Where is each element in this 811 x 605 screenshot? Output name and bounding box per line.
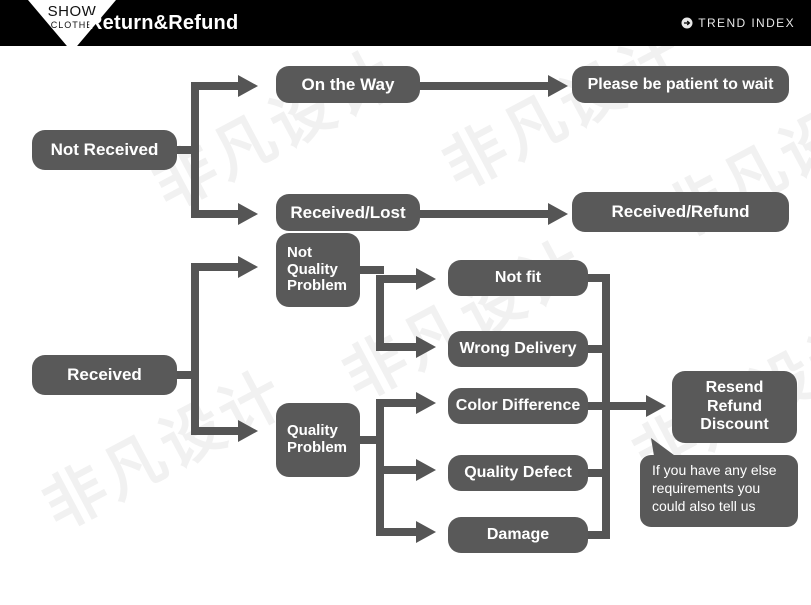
node-label: Received/Lost	[290, 202, 406, 222]
connector-line	[588, 274, 610, 282]
node-label: Quality Problem	[287, 422, 348, 456]
logo-secondary-text: CLOTHE	[50, 19, 94, 30]
node-label: Damage	[486, 526, 550, 543]
node-color-difference[interactable]: Color Difference	[448, 388, 588, 424]
trend-index-label: TREND INDEX	[698, 16, 795, 30]
logo: SHOW CLOTHE	[28, 4, 116, 30]
node-label: Quality Defect	[464, 464, 572, 481]
connector-line	[588, 402, 610, 410]
arrow-head	[416, 459, 436, 481]
node-label: Received/Refund	[611, 202, 750, 221]
node-label: On the Way	[301, 74, 395, 94]
node-label: Not Quality Problem	[287, 243, 348, 295]
connector-line	[360, 436, 384, 444]
connector-line	[177, 146, 199, 154]
circle-arrow-right-icon	[681, 17, 693, 29]
connector-line	[588, 531, 610, 539]
connector-line	[191, 82, 199, 218]
arrow-head	[416, 521, 436, 543]
arrow-head	[238, 256, 258, 278]
connector-line	[376, 275, 416, 283]
node-label: Not fit	[494, 269, 542, 286]
node-label: Received	[67, 365, 142, 384]
connector-line	[191, 263, 238, 271]
arrow-head	[238, 75, 258, 97]
node-quality-defect[interactable]: Quality Defect	[448, 455, 588, 491]
logo-primary-text: SHOW	[47, 3, 97, 20]
connector-line	[376, 275, 384, 351]
page-title: Return&Refund	[88, 12, 239, 34]
arrow-head	[238, 203, 258, 225]
arrow-head	[416, 392, 436, 414]
connector-line	[588, 345, 610, 353]
note-callout: If you have any else requirements you co…	[640, 455, 798, 527]
node-not-received[interactable]: Not Received	[32, 130, 177, 170]
connector-line	[420, 210, 548, 218]
arrow-head	[238, 420, 258, 442]
node-not-fit[interactable]: Not fit	[448, 260, 588, 296]
node-damage[interactable]: Damage	[448, 517, 588, 553]
node-received-refund[interactable]: Received/Refund	[572, 192, 789, 232]
node-received-lost[interactable]: Received/Lost	[276, 194, 420, 231]
note-line: could also tell us	[652, 497, 756, 514]
arrow-head	[416, 268, 436, 290]
connector-line	[376, 399, 416, 407]
connector-line	[588, 469, 610, 477]
connector-line	[191, 210, 238, 218]
flowchart-canvas: Not Received On the Way Please be patien…	[0, 46, 811, 605]
trend-index-badge: TREND INDEX	[681, 16, 795, 30]
node-please-be-patient-to-wait[interactable]: Please be patient to wait	[572, 66, 789, 103]
logo-triangle-icon	[28, 0, 116, 52]
node-not-quality-problem[interactable]: Not Quality Problem	[276, 233, 360, 307]
connector-line	[191, 427, 238, 435]
note-line: If you have any else	[652, 462, 777, 478]
arrow-head	[416, 336, 436, 358]
arrow-head	[548, 203, 568, 225]
node-label: Wrong Delivery	[459, 340, 577, 357]
node-wrong-delivery[interactable]: Wrong Delivery	[448, 331, 588, 367]
connector-line	[177, 371, 199, 379]
connector-line	[420, 82, 548, 90]
connector-line	[360, 266, 384, 274]
node-received[interactable]: Received	[32, 355, 177, 395]
connector-line	[376, 343, 416, 351]
node-quality-problem[interactable]: Quality Problem	[276, 403, 360, 477]
node-label: Color Difference	[455, 397, 581, 414]
node-resolution[interactable]: Resend Refund Discount	[672, 371, 797, 443]
connector-line	[191, 263, 199, 435]
node-label: Please be patient to wait	[587, 75, 774, 93]
connector-line	[376, 466, 416, 474]
app-header	[0, 0, 811, 46]
arrow-head	[646, 395, 666, 417]
note-line: requirements you	[652, 479, 761, 496]
connector-line	[602, 402, 646, 410]
connector-line	[376, 528, 416, 536]
node-on-the-way[interactable]: On the Way	[276, 66, 420, 103]
node-label: Not Received	[50, 140, 159, 159]
connector-line	[191, 82, 238, 90]
arrow-head	[548, 75, 568, 97]
node-label: Resend Refund Discount	[700, 378, 769, 434]
